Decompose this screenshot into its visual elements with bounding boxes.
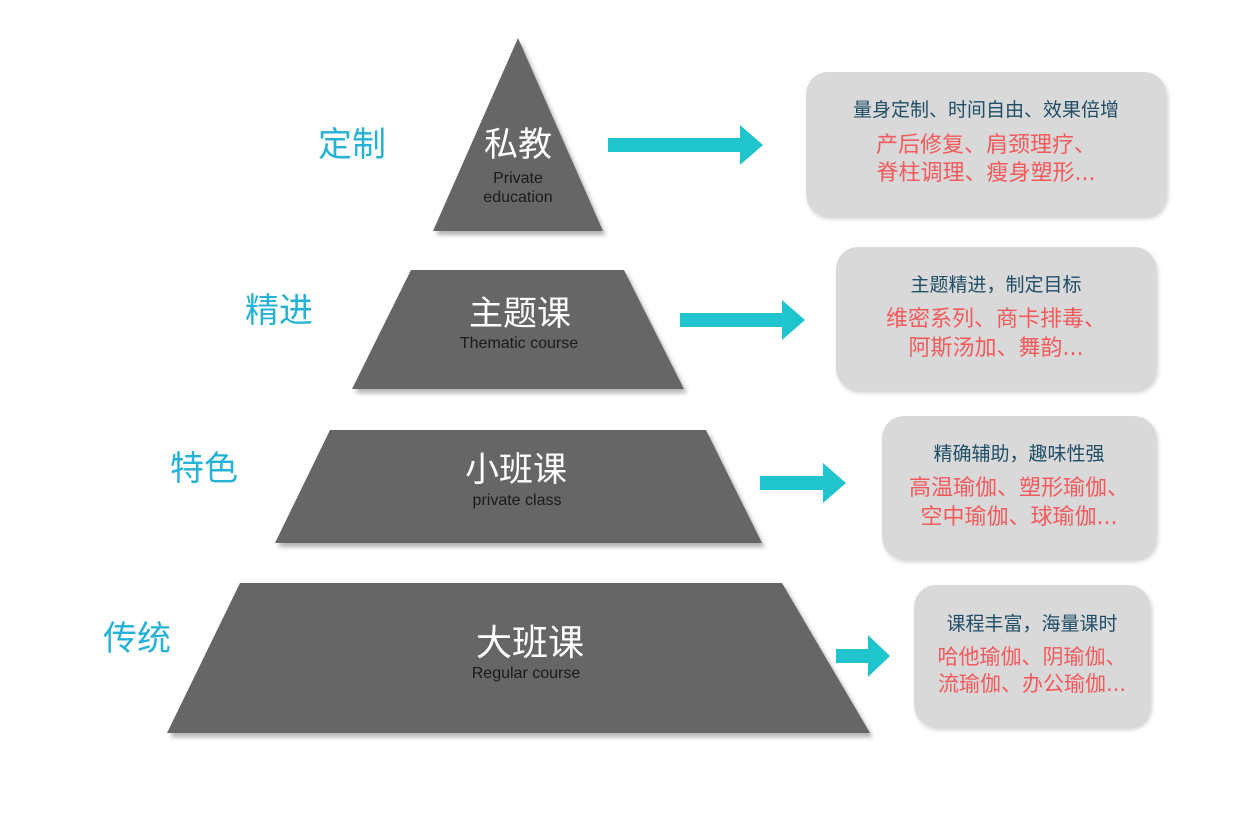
info-box-tier-2: 主题精进，制定目标 维密系列、商卡排毒、 阿斯汤加、舞韵...: [836, 247, 1156, 390]
tier-1-triangle: [433, 38, 603, 231]
side-label-tier-1: 定制: [318, 125, 386, 165]
arrow-right-icon: [680, 300, 805, 340]
tier-2-title: 主题课: [469, 294, 571, 334]
tier-1-title: 私教: [484, 125, 552, 165]
info-box-line: 维密系列、商卡排毒、: [885, 307, 1106, 333]
tier-3-title: 小班课: [465, 450, 567, 490]
side-label-tier-4: 传统: [103, 619, 171, 659]
info-box-line: 空中瑜伽、球瑜伽...: [920, 504, 1118, 530]
info-box-heading: 量身定制、时间自由、效果倍增: [852, 99, 1119, 121]
tier-2-trapezoid: [352, 270, 684, 389]
tier-4-subtitle: Regular course: [471, 665, 581, 682]
info-box-line: 高温瑜伽、塑形瑜伽、: [908, 476, 1129, 502]
arrow-right-icon: [760, 463, 846, 503]
info-box-heading: 主题精进，制定目标: [910, 273, 1082, 296]
tier-4-trapezoid: [167, 583, 870, 733]
info-box-heading: 精确辅助，趣味性强: [933, 442, 1105, 465]
side-label-tier-2: 精进: [245, 291, 313, 331]
info-box-line: 脊柱调理、瘦身塑形...: [876, 161, 1096, 187]
tier-1-subtitle-line1: Private: [493, 170, 543, 187]
info-box-line: 哈他瑜伽、阴瑜伽、: [937, 645, 1127, 670]
tier-2-subtitle: Thematic course: [459, 335, 579, 352]
tier-3-subtitle: private class: [472, 492, 562, 509]
tier-3-trapezoid: [275, 430, 762, 543]
arrow-right-icon: [608, 125, 763, 165]
info-box-tier-3: 精确辅助，趣味性强 高温瑜伽、塑形瑜伽、 空中瑜伽、球瑜伽...: [882, 416, 1156, 559]
tier-1-subtitle-line2: education: [483, 189, 553, 207]
tier-4-title: 大班课: [475, 623, 585, 664]
info-box-tier-4: 课程丰富，海量课时 哈他瑜伽、阴瑜伽、 流瑜伽、办公瑜伽...: [914, 585, 1150, 727]
tier-1-subtitle: Private education: [483, 169, 552, 207]
side-label-tier-3: 特色: [170, 449, 238, 489]
info-box-line: 流瑜伽、办公瑜伽...: [937, 672, 1127, 697]
info-box-heading: 课程丰富，海量课时: [946, 613, 1118, 636]
info-box-line: 产后修复、肩颈理疗、: [875, 132, 1096, 158]
arrow-right-icon: [836, 635, 890, 677]
info-box-line: 阿斯汤加、舞韵...: [908, 335, 1084, 361]
info-box-tier-1: 量身定制、时间自由、效果倍增 产后修复、肩颈理疗、 脊柱调理、瘦身塑形...: [806, 72, 1166, 216]
